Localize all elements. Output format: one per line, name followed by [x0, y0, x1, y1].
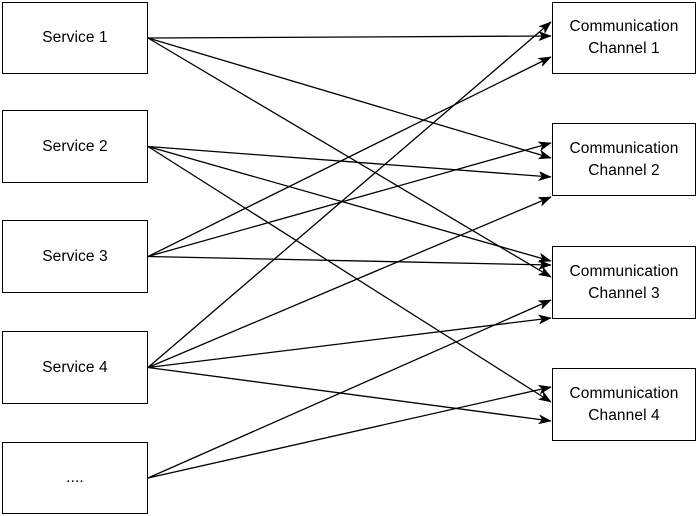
edge-s2-c2	[147, 145, 551, 178]
service-label: Service 2	[42, 137, 108, 155]
edge-s1-c1	[147, 36, 551, 38]
edge-s1-c2	[147, 37, 551, 158]
service-node-s5: ....	[2, 442, 148, 514]
edge-s4-c3	[147, 318, 551, 369]
edge-s5-c3	[147, 299, 551, 479]
service-node-s4: Service 4	[2, 331, 148, 404]
edge-s3-c3	[147, 255, 551, 266]
edge-s1-c3	[147, 37, 551, 278]
edge-s2-c4	[147, 145, 551, 403]
service-label: Service 1	[42, 29, 108, 46]
service-label: Service 4	[42, 358, 108, 376]
service-label: Service 3	[42, 247, 108, 265]
edge-s3-c2	[147, 143, 551, 258]
channel-node-c3: Communication Channel 3	[552, 246, 696, 319]
edge-s4-c2	[147, 196, 551, 369]
edge-s2-c3	[147, 145, 551, 262]
channel-label: Communication Channel 2	[569, 139, 679, 179]
channel-node-c2: Communication Channel 2	[552, 123, 696, 196]
edge-s4-c1	[147, 21, 551, 368]
edge-s4-c4	[147, 366, 551, 422]
channel-node-c4: Communication Channel 4	[552, 368, 696, 441]
channel-node-c1: Communication Channel 1	[552, 2, 696, 74]
edge-s5-c4	[147, 387, 551, 479]
channel-label: Communication Channel 1	[569, 18, 679, 57]
channel-label: Communication Channel 4	[569, 384, 679, 424]
service-node-s3: Service 3	[2, 220, 148, 293]
channel-label: Communication Channel 3	[569, 262, 679, 302]
service-label: ....	[66, 469, 84, 486]
service-node-s1: Service 1	[2, 2, 148, 74]
service-node-s2: Service 2	[2, 110, 148, 183]
edge-s3-c1	[147, 56, 551, 258]
